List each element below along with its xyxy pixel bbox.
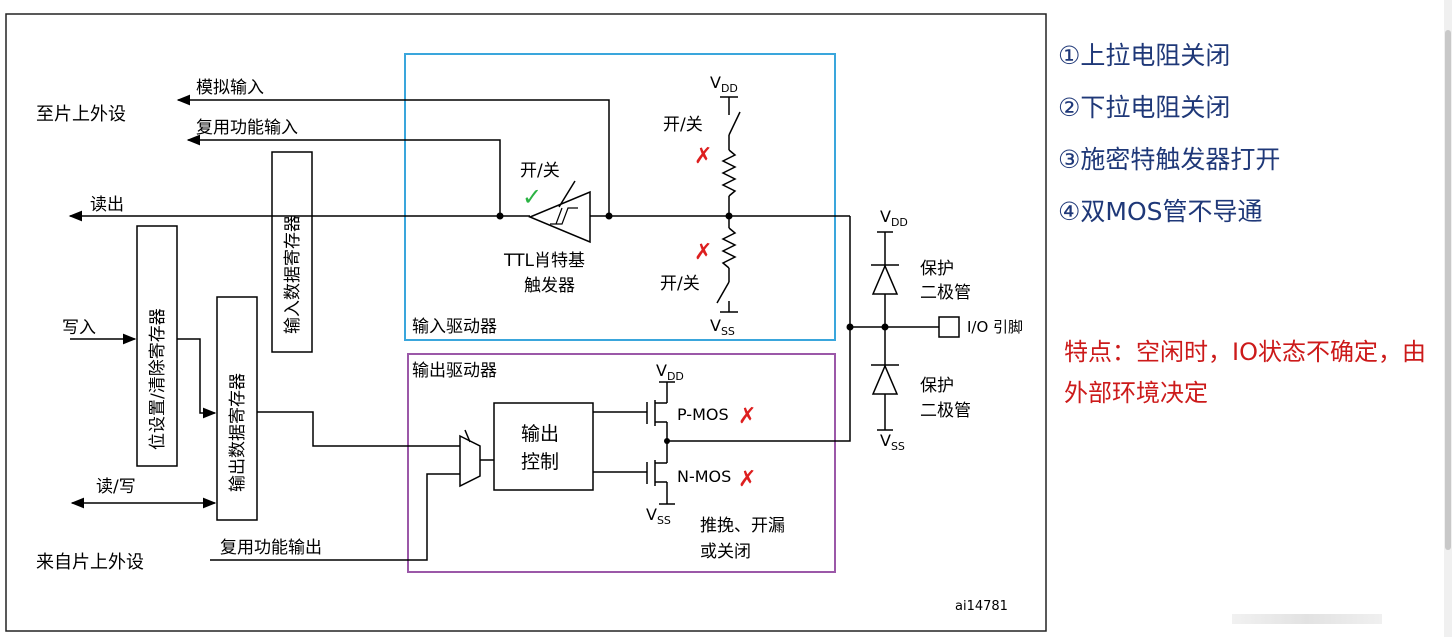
- notes-list: ①上拉电阻关闭 ②下拉电阻关闭 ③施密特触发器打开 ④双MOS管不导通: [1058, 30, 1438, 238]
- label-vss-out: VSS: [646, 505, 671, 527]
- label-analog-input: 模拟输入: [196, 78, 264, 98]
- label-vdd-main: VDD: [710, 73, 738, 95]
- label-vdd-out: VDD: [656, 361, 684, 383]
- label-read: 读出: [90, 195, 124, 215]
- label-pmos: P-MOS: [677, 405, 729, 424]
- gpio-input-floating-diagram: 至片上外设 模拟输入 复用功能输入 读出 写入 读/写 来自片上外设 复用功能输…: [5, 13, 1047, 632]
- analog-input-line: [176, 94, 610, 216]
- input-driver-box: [404, 53, 836, 341]
- label-alt-func-input: 复用功能输入: [196, 118, 298, 138]
- label-on-off-schmitt: 开/关: [520, 161, 560, 181]
- pull-down-resistor: [721, 227, 737, 269]
- label-read-write: 读/写: [96, 477, 136, 497]
- diagram-frame: [5, 13, 1047, 632]
- pull-up-resistor: [721, 149, 737, 197]
- label-prot-diode-1-line2: 二极管: [920, 283, 971, 303]
- protection-diode-lower: [871, 364, 899, 395]
- cross-pulldown-off: ✗: [694, 240, 712, 265]
- label-write: 写入: [62, 318, 96, 338]
- label-alt-func-output: 复用功能输出: [220, 538, 322, 558]
- cross-pullup-off: ✗: [694, 144, 712, 169]
- label-vss-main: VSS: [710, 316, 735, 338]
- label-prot-diode-1-line1: 保护: [920, 259, 954, 279]
- note-item: ②下拉电阻关闭: [1058, 93, 1231, 122]
- output-mux: [459, 434, 481, 488]
- bit-set-reset-register: [136, 225, 178, 467]
- label-on-off-pulldown: 开/关: [660, 274, 700, 294]
- label-vdd-prot: VDD: [880, 207, 908, 229]
- alt-func-input-line: [186, 134, 501, 216]
- feature-note: 特点：空闲时，IO状态不确定，由外部环境决定: [1064, 338, 1426, 407]
- note-item: ④双MOS管不导通: [1058, 197, 1263, 226]
- label-schmitt-line2: 触发器: [524, 276, 575, 296]
- label-mode-line1: 推挽、开漏: [700, 516, 785, 536]
- label-mode-line2: 或关闭: [700, 542, 751, 562]
- cross-nmos-off: ✗: [738, 467, 756, 492]
- label-from-peripheral: 来自片上外设: [36, 552, 144, 573]
- output-data-register: [216, 296, 258, 521]
- note-item: ③施密特触发器打开: [1058, 145, 1281, 174]
- label-input-data-register: 输入数据寄存器: [283, 215, 303, 334]
- label-prot-diode-2-line2: 二极管: [920, 401, 971, 421]
- label-output-control-line2: 控制: [521, 451, 559, 473]
- label-to-peripheral: 至片上外设: [36, 104, 126, 125]
- check-schmitt-on: ✓: [522, 183, 542, 211]
- label-vss-prot: VSS: [880, 431, 905, 453]
- input-data-register: [271, 151, 313, 353]
- label-on-off-pullup: 开/关: [663, 115, 703, 135]
- label-schmitt-line1: TTL肖特基: [503, 251, 585, 271]
- label-nmos: N-MOS: [677, 467, 731, 486]
- output-control-block: [493, 402, 594, 491]
- label-prot-diode-2-line1: 保护: [920, 376, 954, 396]
- output-driver-box: [407, 353, 836, 573]
- label-output-driver: 输出驱动器: [412, 361, 497, 381]
- protection-diode-upper: [871, 264, 899, 295]
- note-item: ①上拉电阻关闭: [1058, 41, 1231, 70]
- label-figure-id: ai14781: [955, 599, 1008, 614]
- label-bit-set-reset-register: 位设置/清除寄存器: [148, 308, 168, 450]
- io-pin: [938, 316, 960, 338]
- blurred-watermark: [1232, 614, 1382, 624]
- label-io-pin: I/O 引脚: [967, 318, 1023, 336]
- scrollbar-thumb[interactable]: [1445, 30, 1451, 550]
- label-output-control-line1: 输出: [521, 423, 559, 445]
- cross-pmos-off: ✗: [738, 404, 756, 429]
- label-input-driver: 输入驱动器: [412, 317, 497, 337]
- vertical-scrollbar[interactable]: [1444, 0, 1452, 637]
- label-output-data-register: 输出数据寄存器: [228, 373, 248, 492]
